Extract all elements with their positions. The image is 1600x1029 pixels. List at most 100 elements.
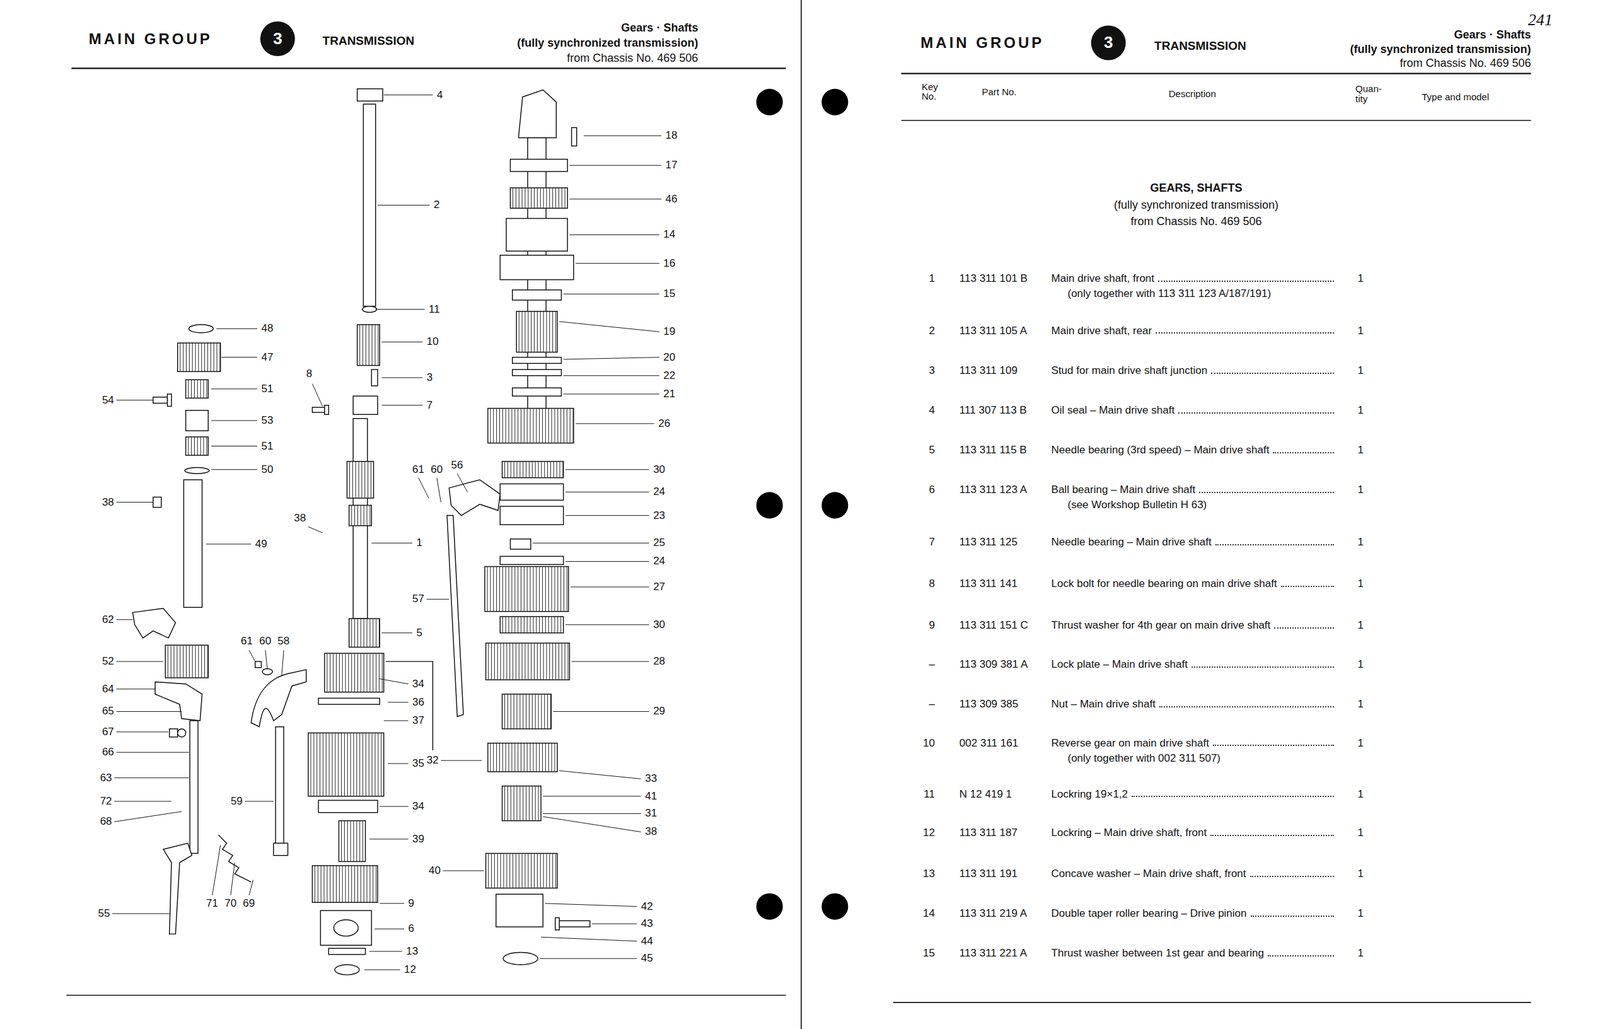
shaft-part	[169, 728, 178, 737]
gear-tooth	[370, 461, 372, 499]
dot-leader	[1250, 915, 1334, 917]
gear-tooth	[545, 187, 547, 209]
dot-leader	[1215, 544, 1334, 546]
callout-number: 58	[277, 635, 290, 647]
gear-tooth	[489, 566, 491, 612]
group-number: 3	[1103, 34, 1113, 52]
callout-number: 31	[644, 807, 657, 819]
gear-tooth	[504, 786, 505, 821]
gear-tooth	[344, 820, 345, 862]
gear-tooth	[530, 408, 531, 444]
gear-tooth	[182, 342, 184, 372]
lever-part	[163, 842, 192, 934]
gear-tooth	[497, 643, 499, 680]
gear-tooth	[192, 644, 193, 678]
gear-tooth	[542, 616, 543, 633]
gear-teeth	[488, 852, 557, 888]
quantity: 1	[1357, 272, 1363, 285]
gear-tooth	[354, 653, 355, 693]
callout-number: 49	[255, 538, 268, 550]
gear-tooth	[374, 732, 376, 796]
gear-tooth	[524, 643, 526, 680]
gear-tooth	[549, 187, 550, 209]
gear-tooth	[527, 408, 528, 444]
shaft-part	[559, 920, 591, 927]
shaft-part	[555, 917, 560, 930]
part-description: Main drive shaft, rear	[1051, 325, 1153, 337]
gear-tooth	[527, 852, 529, 888]
gear-tooth	[554, 743, 555, 772]
gear-tooth	[547, 461, 548, 478]
gear-tooth	[532, 616, 534, 633]
gear-tooth	[544, 694, 545, 729]
part-number: 113 311 105 A	[959, 325, 1027, 337]
gear-tooth	[558, 643, 560, 680]
gear-tooth	[357, 504, 359, 526]
gear-teeth	[490, 408, 574, 444]
gear-tooth	[540, 643, 541, 680]
quantity: 1	[1357, 404, 1363, 417]
ring-part	[362, 306, 377, 313]
gear-tooth	[341, 732, 342, 796]
lever-part	[132, 608, 176, 638]
gear-tooth	[563, 566, 565, 612]
shaft-part	[527, 138, 546, 429]
dot-leader	[1211, 372, 1334, 374]
lever-part	[448, 479, 500, 516]
gear-tooth	[555, 643, 557, 680]
gear-tooth	[371, 324, 373, 366]
key-number: 6	[929, 484, 935, 496]
gear-tooth	[213, 342, 215, 372]
gear-tooth	[344, 732, 345, 796]
shaft-part	[510, 159, 569, 172]
description-row: Thrust washer for 4th gear on main drive…	[1051, 620, 1336, 632]
gear-tooth	[535, 461, 536, 478]
gear-tooth	[185, 644, 187, 678]
callout-number: 12	[404, 963, 417, 976]
callout-number: 4	[436, 89, 443, 101]
gear-tooth	[530, 643, 532, 680]
dot-leader	[1159, 706, 1334, 708]
part-description: Lock bolt for needle bearing on main dri…	[1051, 578, 1278, 590]
gear-tooth	[499, 408, 500, 444]
callout-number: 54	[102, 394, 115, 406]
callout-number: 59	[230, 795, 243, 807]
group-heading: MAIN GROUP	[920, 34, 1044, 51]
leader-line	[542, 795, 641, 797]
gear-tooth	[519, 786, 521, 821]
gear-tooth	[363, 865, 365, 903]
gear-tooth	[517, 408, 519, 444]
gear-tooth	[351, 504, 352, 526]
gear-tooth	[349, 461, 350, 499]
callout-number: 45	[641, 952, 654, 964]
leader-line	[383, 94, 434, 96]
gear-teeth	[504, 786, 539, 821]
leader-line	[211, 469, 258, 470]
leader-line	[116, 501, 154, 503]
gear-teeth	[504, 461, 563, 478]
part-number: 113 311 141	[959, 578, 1018, 590]
key-number: –	[929, 658, 935, 671]
quantity: 1	[1357, 907, 1363, 920]
gear-tooth	[502, 616, 504, 633]
description-row: Main drive shaft, rear	[1051, 325, 1336, 337]
gear-part	[502, 786, 542, 821]
callout-number: 25	[653, 537, 666, 549]
ring-part	[177, 728, 186, 737]
part-number: 111 307 113 B	[959, 404, 1027, 417]
gear-tooth	[522, 694, 524, 729]
gear-tooth	[341, 820, 342, 862]
gear-tooth	[326, 653, 328, 693]
quantity: 1	[1357, 737, 1363, 749]
gear-tooth	[540, 461, 542, 478]
callout-number: 38	[293, 513, 306, 525]
gear-tooth	[553, 461, 555, 478]
description-row: Needle bearing – Main drive shaft	[1051, 536, 1336, 548]
gear-tooth	[358, 461, 360, 499]
gear-tooth	[368, 732, 370, 796]
callout-number: 35	[412, 757, 425, 770]
gear-part	[502, 461, 564, 478]
gear-tooth	[492, 566, 494, 612]
leader-line	[116, 619, 134, 620]
gear-tooth	[562, 461, 563, 478]
